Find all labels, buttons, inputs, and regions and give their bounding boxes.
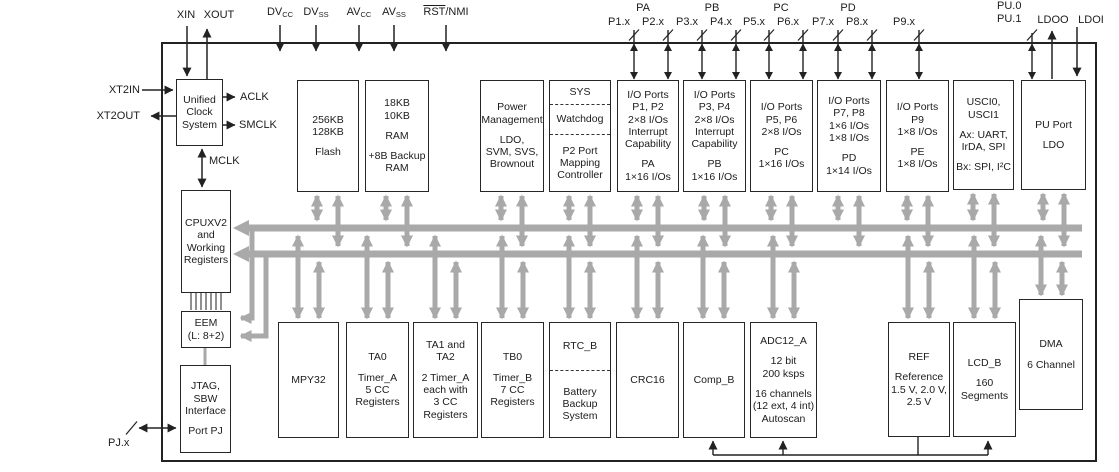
signal-label-smclk: SMCLK (239, 119, 277, 131)
signal-label-aclk: ACLK (240, 91, 269, 103)
pin-label-ldoo: LDOO (1037, 14, 1069, 26)
port-group-label-pd: PD (840, 2, 856, 14)
signal-label-mclk: MCLK (209, 155, 240, 167)
pin-label-ldoi: LDOI (1078, 14, 1104, 26)
pin-label-avss: AVSS (382, 6, 406, 19)
pin-label-rst-nmi: RST/NMI (423, 6, 469, 18)
bus-connectors-top (311, 192, 1070, 248)
pin-label-dvss: DVSS (303, 6, 329, 19)
pin-label-xt2in: XT2IN (108, 84, 140, 96)
pin-label-pjx: PJ.x (108, 437, 130, 449)
pin-label-p1x: P1.x (607, 16, 630, 28)
pin-label-avcc: AVCC (346, 6, 372, 19)
watchdog-segment: Watchdog (550, 105, 610, 135)
memory-bus (233, 220, 1082, 342)
pin-label-p6x: P6.x (776, 16, 799, 28)
pin-label-p2x: P2.x (641, 16, 664, 28)
block-eem: EEM(L: 8+2) (181, 311, 231, 348)
pin-label-dvcc: DVCC (266, 6, 294, 19)
rtc-segment: RTC_B (550, 323, 610, 371)
pin-label-pu0: PU.0 (997, 0, 1022, 12)
port-group-label-pc: PC (773, 2, 789, 14)
bus-connectors-bottom (292, 234, 1068, 320)
pin-label-p3x: P3.x (675, 16, 698, 28)
pin-label-p8x: P8.x (845, 16, 868, 28)
sys-segment: SYS (550, 81, 610, 105)
pin-label-xin: XIN (176, 9, 196, 21)
pin-label-p5x: P5.x (742, 16, 765, 28)
port-group-label-pa: PA (636, 2, 650, 14)
chip-outline (161, 42, 1097, 462)
pin-label-pu1: PU.1 (997, 13, 1022, 25)
pin-label-p9x: P9.x (892, 16, 915, 28)
cpu-eem-ribbon (190, 293, 222, 310)
port-pin-stems (628, 29, 1038, 80)
block-comp-b: Comp_B (683, 322, 745, 438)
signal-wires (125, 25, 1082, 456)
pin-label-p4x: P4.x (709, 16, 732, 28)
pin-label-xt2out: XT2OUT (96, 110, 140, 122)
block-crc16: CRC16 (616, 322, 679, 438)
pin-label-xout: XOUT (203, 9, 235, 21)
block-mpy32: MPY32 (278, 322, 339, 438)
port-group-label-pb: PB (704, 2, 720, 14)
pin-label-p7x: P7.x (811, 16, 834, 28)
